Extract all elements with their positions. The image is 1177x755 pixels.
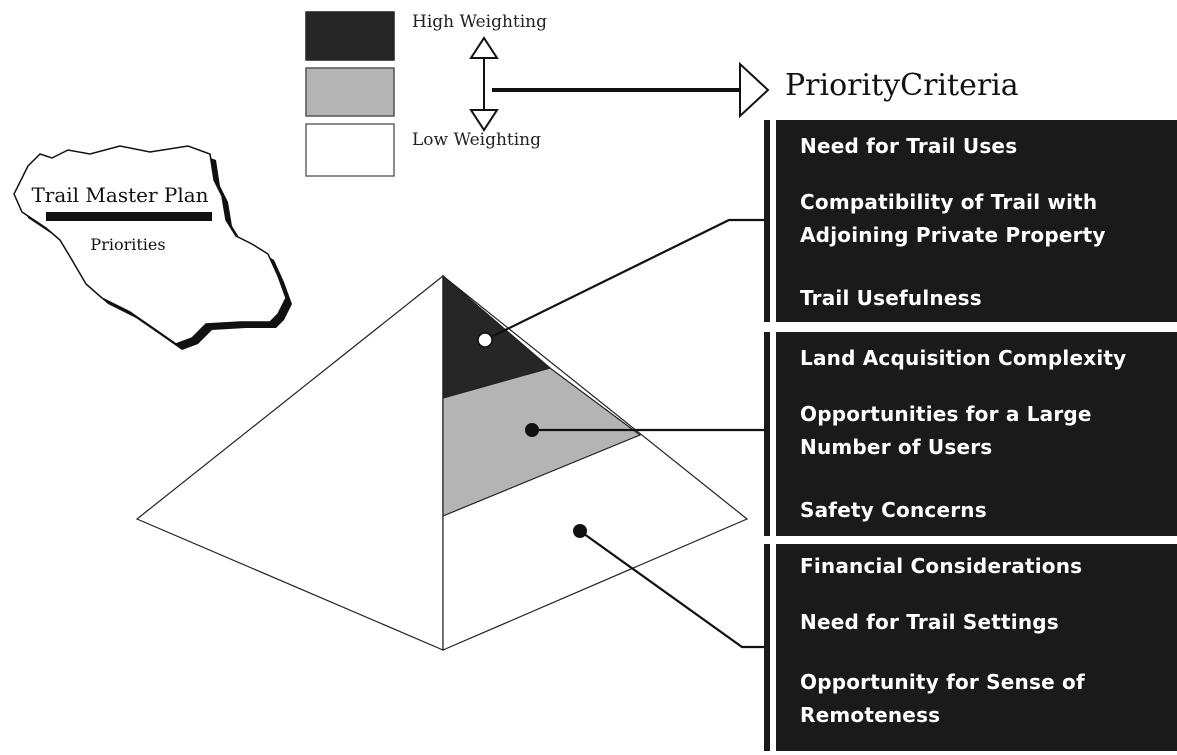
leader-line-high [484,218,770,341]
trail-master-plan-badge: Trail Master Plan Priorities [13,145,292,350]
criteria-item: Need for Trail Settings [800,610,1059,634]
criteria-item: Need for Trail Uses [800,134,1018,158]
legend-swatch-low [305,123,395,177]
marker-dot-high [477,332,493,348]
criteria-group-medium: Land Acquisition Complexity Opportunitie… [776,332,1177,536]
legend-swatch-high [305,11,395,61]
legend-low-label: Low Weighting [412,130,541,150]
marker-dot-medium [525,423,539,437]
weighting-arrow-icon [469,36,499,132]
map-badge-title: Trail Master Plan [31,183,208,207]
priority-pyramid [135,274,749,651]
criteria-group-high: Need for Trail Uses Compatibility of Tra… [776,120,1177,322]
marker-dot-low [573,524,587,538]
pyramid-tier-medium [442,367,642,517]
criteria-item: Land Acquisition Complexity [800,346,1127,370]
criteria-arrow-icon [492,61,770,119]
leader-lines [484,218,770,649]
map-badge-subtitle: Priorities [90,235,165,254]
criteria-item: Compatibility of Trail with Adjoining Pr… [800,190,1106,247]
criteria-item: Safety Concerns [800,498,987,522]
criteria-group-low: Financial Considerations Need for Trail … [776,544,1177,751]
criteria-item: Financial Considerations [800,554,1083,578]
criteria-title: PriorityCriteria [785,68,1019,103]
map-badge-rule [46,212,212,221]
criteria-item: Opportunities for a Large Number of User… [800,402,1092,459]
criteria-item: Trail Usefulness [800,286,982,310]
leader-line-low [579,530,770,649]
legend-high-label: High Weighting [412,12,547,32]
criteria-item: Opportunity for Sense of Remoteness [800,670,1085,727]
legend-swatch-medium [305,67,395,117]
